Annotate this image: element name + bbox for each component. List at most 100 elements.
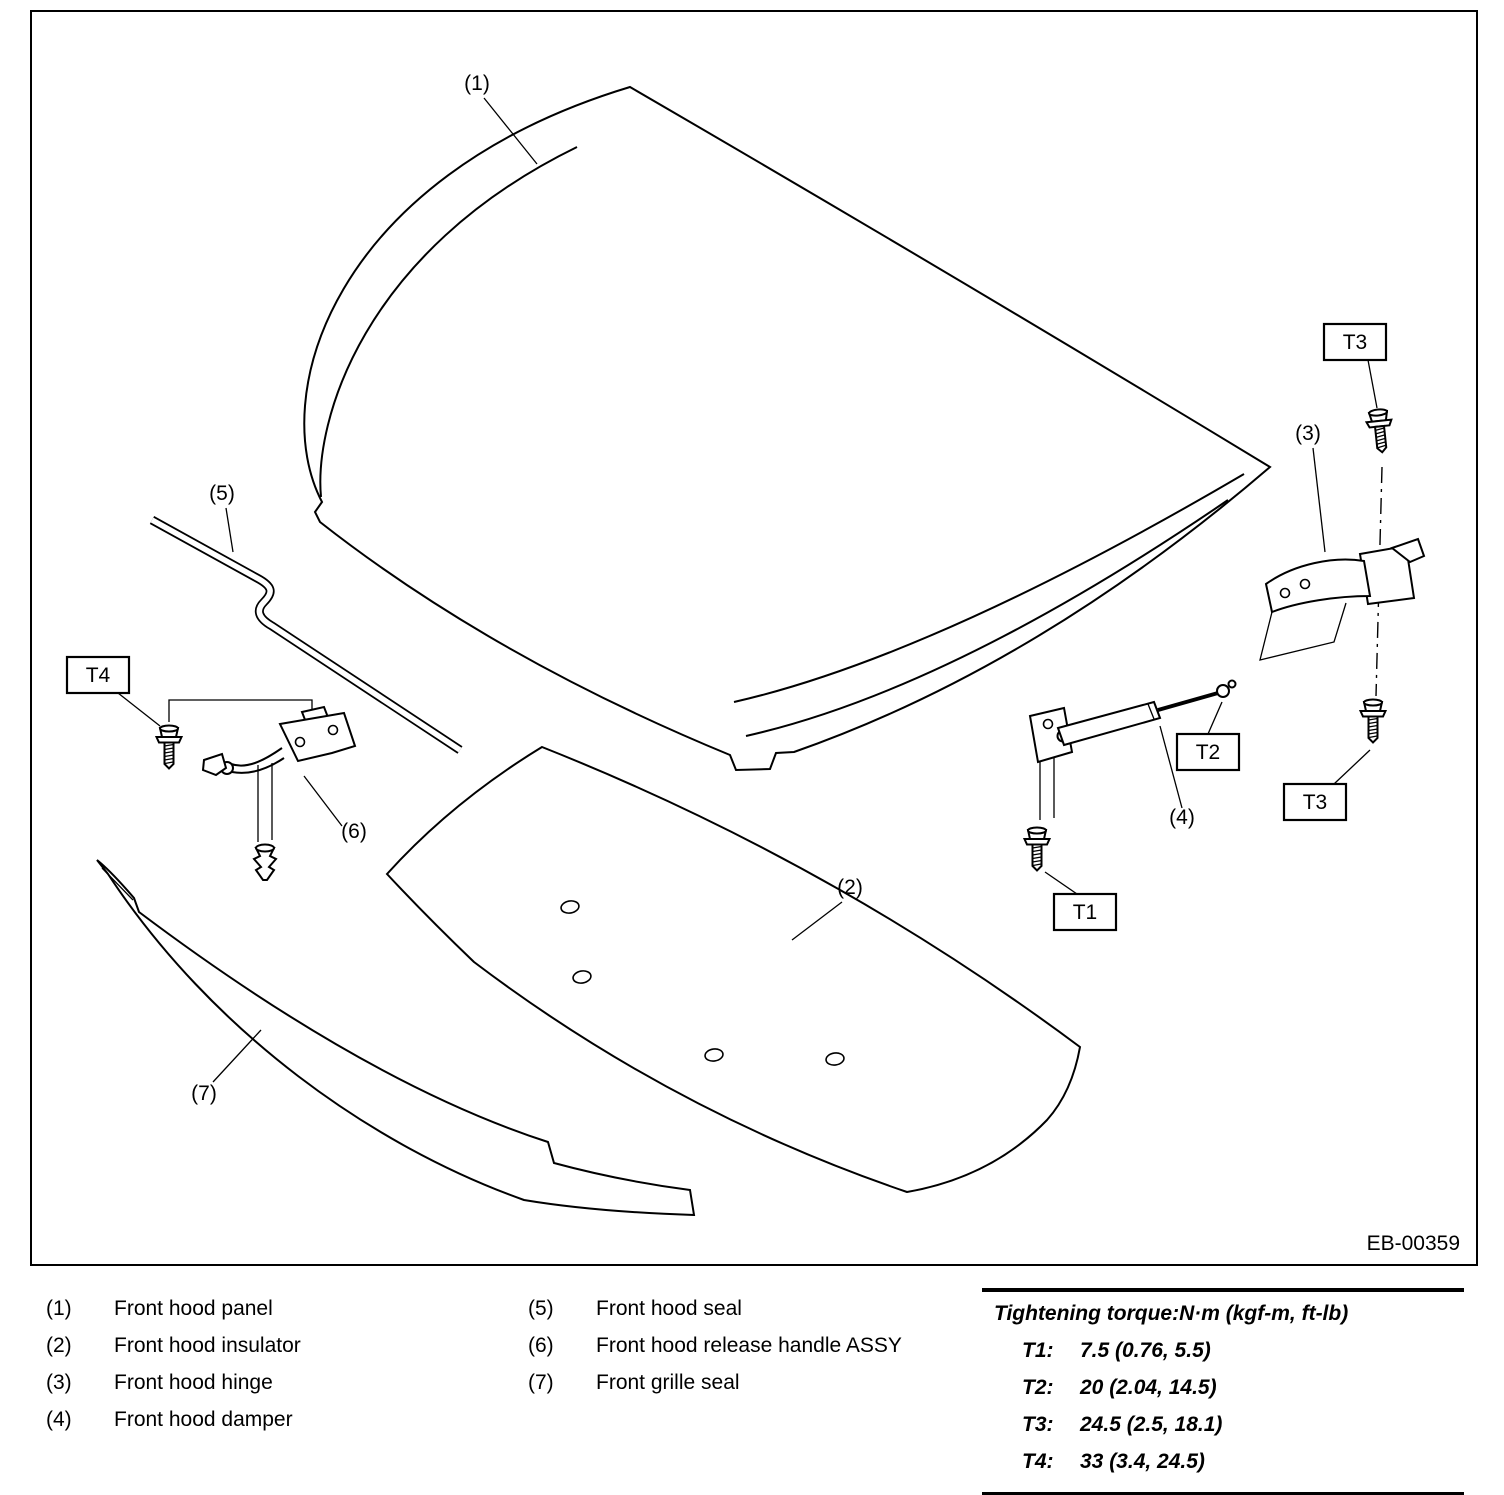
torque-table: Tightening torque:N·m (kgf-m, ft-lb) T1:…	[982, 1288, 1464, 1495]
legend-item-3: (3) Front hood hinge	[46, 1370, 301, 1407]
insulator-hole	[560, 900, 580, 914]
hood-crease-front-upper	[733, 473, 1245, 703]
projection-line	[1039, 757, 1055, 820]
callout-4-label: (4)	[1169, 806, 1195, 829]
handle-bracket-plate	[278, 711, 357, 763]
projection-line	[168, 699, 313, 722]
handle-hook-clip	[201, 752, 228, 777]
legend-item-label: Front hood release handle ASSY	[596, 1334, 902, 1357]
legend: (1)Front hood panel (2) Front hood insula…	[30, 1288, 1478, 1495]
insulator-hole	[572, 970, 592, 984]
hood-crease-left	[319, 146, 578, 498]
torque-row-t2: T2: 20 (2.04, 14.5)	[982, 1369, 1464, 1406]
torque-tag-t4: T4	[65, 655, 131, 695]
callout-2-label: (2)	[837, 876, 863, 899]
legend-column-2: (5) Front hood seal (6) Front hood release…	[528, 1296, 902, 1407]
callout-3-label: (3)	[1295, 422, 1321, 445]
front-hood-damper	[1028, 679, 1237, 820]
hood-panel-outline	[303, 85, 1272, 772]
torque-tag-t4-label: T4	[86, 664, 111, 687]
callout-1-leader	[483, 97, 538, 165]
torque-tag-t2: T2	[1175, 732, 1241, 772]
hinge-centerline	[1375, 466, 1383, 697]
grille-seal-outline	[96, 859, 696, 1217]
callout-7-label: (7)	[191, 1082, 217, 1105]
callout-5-label: (5)	[209, 482, 235, 505]
legend-item-6: (6) Front hood release handle ASSY	[528, 1333, 902, 1370]
legend-item-label: Front hood hinge	[114, 1371, 273, 1394]
torque-row-tag: T3:	[1022, 1413, 1054, 1436]
callout-3-leader	[1312, 447, 1326, 553]
torque-row-tag: T2:	[1022, 1376, 1054, 1399]
torque-row-t1: T1:7.5 (0.76, 5.5)	[982, 1332, 1464, 1369]
legend-item-label: Front grille seal	[596, 1371, 740, 1394]
legend-item-number: (1)	[46, 1297, 72, 1320]
torque-tag-t3-lower-label: T3	[1303, 791, 1328, 814]
callout-5-leader	[225, 507, 234, 553]
handle-lever-edge	[231, 757, 285, 774]
bolt-icon-t4	[155, 724, 183, 770]
front-hood-hinge	[1259, 466, 1426, 697]
bolt-icon-t1	[1023, 826, 1051, 872]
torque-t3-lower-leader	[1333, 749, 1371, 785]
damper-stud	[1227, 679, 1237, 689]
damper-bracket	[1028, 706, 1074, 764]
callout-4-leader	[1159, 725, 1183, 809]
handle-lever-edge	[230, 747, 283, 767]
legend-item-label: Front hood seal	[596, 1297, 742, 1320]
legend-item-number: (5)	[528, 1297, 554, 1320]
torque-tag-t1-label: T1	[1073, 901, 1098, 924]
front-hood-insulator	[385, 745, 1082, 1194]
diagram-frame: (1) (5)	[30, 10, 1478, 1266]
push-clip-icon	[252, 847, 278, 881]
front-hood-seal	[149, 516, 463, 754]
hinge-arm	[1264, 558, 1372, 614]
legend-item-4: (4) Front hood damper	[46, 1407, 301, 1444]
legend-item-1: (1)Front hood panel	[46, 1296, 301, 1333]
torque-tag-t1: T1	[1052, 892, 1118, 932]
damper-cylinder	[1056, 700, 1162, 747]
legend-item-5: (5) Front hood seal	[528, 1296, 902, 1333]
bolt-icon-t3-top	[1364, 407, 1396, 455]
figure-code: EB-00359	[1367, 1232, 1460, 1255]
torque-t1-leader	[1044, 871, 1078, 895]
torque-row-t3: T3: 24.5 (2.5, 18.1)	[982, 1406, 1464, 1443]
torque-tag-t3-lower: T3	[1282, 782, 1348, 822]
torque-row-t4: T4: 33 (3.4, 24.5)	[982, 1443, 1464, 1480]
front-hood-release-handle-assy	[168, 699, 357, 881]
damper-eye-end	[1216, 684, 1230, 698]
torque-tag-t2-label: T2	[1196, 741, 1221, 764]
insulator-hole	[704, 1048, 724, 1062]
legend-item-number: (2)	[46, 1334, 72, 1357]
torque-row-tag: T4:	[1022, 1450, 1054, 1473]
callout-2-leader	[791, 901, 843, 941]
legend-item-label: Front hood insulator	[114, 1334, 301, 1357]
front-grille-seal	[96, 859, 696, 1217]
hinge-flange	[1259, 602, 1347, 661]
callout-1-label: (1)	[464, 72, 490, 95]
insulator-outline	[385, 745, 1082, 1194]
insulator-hole	[825, 1052, 845, 1066]
damper-rod	[1157, 691, 1219, 712]
legend-column-1: (1)Front hood panel (2) Front hood insula…	[46, 1296, 301, 1444]
bolt-icon-t3-lower	[1359, 698, 1387, 744]
torque-row-value: 33 (3.4, 24.5)	[1080, 1450, 1205, 1473]
hinge-hook-tab	[1389, 537, 1426, 564]
torque-t3-top-leader	[1367, 359, 1378, 409]
torque-row-tag: T1:	[1022, 1339, 1054, 1362]
legend-item-number: (3)	[46, 1371, 72, 1394]
exploded-view-diagram: (1) (5)	[65, 72, 1460, 1255]
grille-seal-fold-line	[101, 867, 134, 901]
projection-line	[257, 763, 273, 842]
callout-7-leader	[212, 1029, 262, 1083]
legend-item-label: Front hood damper	[114, 1408, 293, 1431]
torque-tag-t3-top: T3	[1322, 322, 1388, 362]
torque-row-value: 20 (2.04, 14.5)	[1080, 1376, 1217, 1399]
legend-item-number: (4)	[46, 1408, 72, 1431]
legend-item-number: (7)	[528, 1371, 554, 1394]
legend-item-number: (6)	[528, 1334, 554, 1357]
torque-t2-leader	[1207, 701, 1223, 735]
torque-table-title: Tightening torque:N·m (kgf-m, ft-lb)	[994, 1302, 1349, 1325]
torque-row-value: 24.5 (2.5, 18.1)	[1080, 1413, 1223, 1436]
